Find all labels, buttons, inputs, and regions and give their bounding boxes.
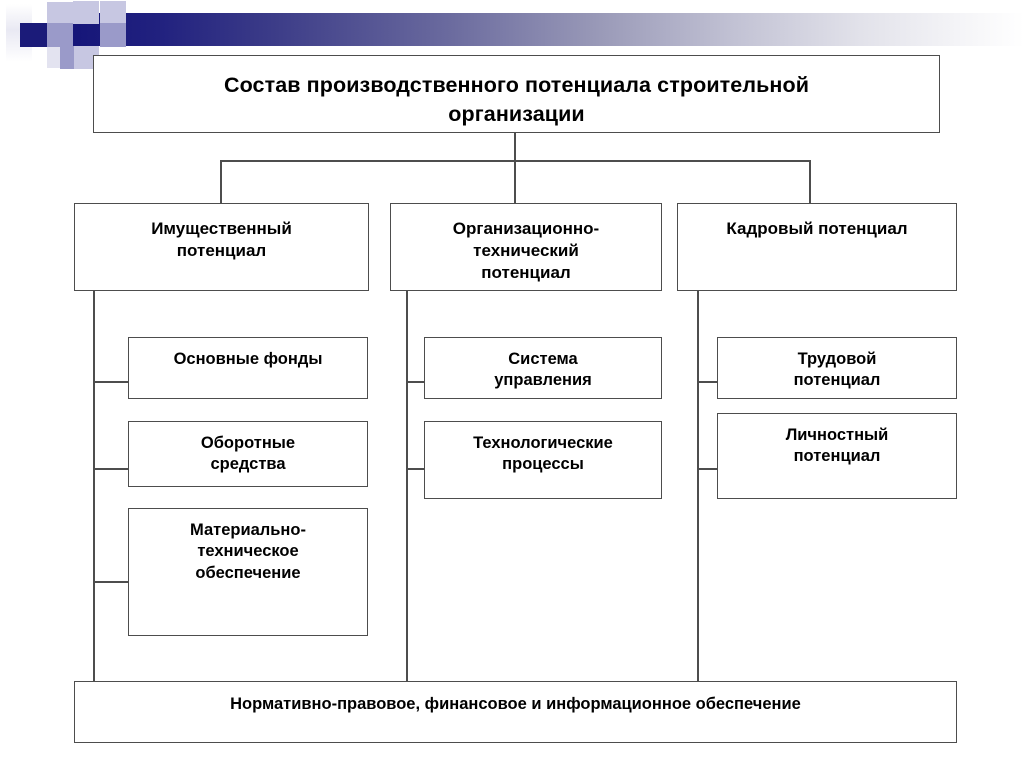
deco-square-mid-1 xyxy=(47,23,73,47)
node-org-technical-potential[interactable]: Организационно- технический потенциал xyxy=(390,203,662,291)
diagram-title-line2: организации xyxy=(448,101,585,126)
deco-square-light-2 xyxy=(73,1,99,24)
node-personal-potential[interactable]: Личностный потенциал xyxy=(717,413,957,499)
node-working-capital-line1: Оборотные xyxy=(200,434,296,452)
node-labour-potential-line2: потенциал xyxy=(793,371,881,390)
connector-spine-property xyxy=(93,290,95,681)
node-property-potential-line2: потенциал xyxy=(176,241,267,261)
node-technological-processes-line1: Технологические xyxy=(473,434,613,452)
node-management-system-line1: Система xyxy=(508,350,578,368)
node-org-technical-potential-line1: Организационно- xyxy=(452,219,600,238)
node-material-technical-supply[interactable]: Материально- техническое обеспечение xyxy=(128,508,368,636)
deco-square-light-4 xyxy=(73,46,99,69)
node-material-technical-supply-line3: обеспечение xyxy=(195,563,301,582)
node-org-technical-potential-line2: технический xyxy=(473,241,579,261)
connector-stub-fixed-assets xyxy=(93,381,128,383)
deco-square-light-1 xyxy=(47,2,73,24)
node-technological-processes-line2: процессы xyxy=(502,455,584,474)
node-material-technical-supply-line1: Материально- xyxy=(190,521,306,539)
connector-spine-personnel xyxy=(697,290,699,681)
connector-stub-material-supply xyxy=(93,581,128,583)
node-personnel-potential-line1: Кадровый потенциал xyxy=(726,219,908,238)
node-management-system-line2: управления xyxy=(494,371,592,390)
node-technological-processes[interactable]: Технологические процессы xyxy=(424,421,662,499)
node-management-system[interactable]: Система управления xyxy=(424,337,662,399)
connector-drop-org-technical xyxy=(514,160,516,203)
diagram-title-box: Состав производственного потенциала стро… xyxy=(93,55,940,133)
deco-square-mid-2 xyxy=(100,23,126,47)
node-org-technical-potential-line3: потенциал xyxy=(481,263,571,283)
node-personal-potential-line2: потенциал xyxy=(793,447,881,466)
node-personnel-potential[interactable]: Кадровый потенциал xyxy=(677,203,957,291)
node-support-base-text: Нормативно-правовое, финансовое и информ… xyxy=(230,695,801,713)
connector-title-drop xyxy=(514,133,516,161)
connector-drop-personnel xyxy=(809,160,811,203)
connector-drop-property xyxy=(220,160,222,203)
connector-spine-org-technical xyxy=(406,290,408,681)
deco-square-mid-3 xyxy=(60,46,74,69)
connector-stub-technological-proc xyxy=(406,468,424,470)
node-property-potential-line1: Имущественный xyxy=(151,219,292,238)
connector-stub-management-system xyxy=(406,381,424,383)
node-personal-potential-line1: Личностный xyxy=(785,426,889,444)
node-labour-potential-line1: Трудовой xyxy=(797,350,877,368)
deco-square-light-3 xyxy=(100,1,126,24)
node-fixed-assets-line1: Основные фонды xyxy=(173,350,323,368)
node-working-capital[interactable]: Оборотные средства xyxy=(128,421,368,487)
connector-stub-personal-potential xyxy=(697,468,717,470)
diagram-title-line1: Состав производственного потенциала стро… xyxy=(223,73,810,98)
header-gradient-bar xyxy=(62,13,1024,46)
node-labour-potential[interactable]: Трудовой потенциал xyxy=(717,337,957,399)
node-material-technical-supply-line2: техническое xyxy=(197,542,299,561)
node-property-potential[interactable]: Имущественный потенциал xyxy=(74,203,369,291)
deco-square-navy-1 xyxy=(20,23,48,47)
node-working-capital-line2: средства xyxy=(210,455,286,474)
node-fixed-assets[interactable]: Основные фонды xyxy=(128,337,368,399)
connector-stub-labour-potential xyxy=(697,381,717,383)
node-support-base[interactable]: Нормативно-правовое, финансовое и информ… xyxy=(74,681,957,743)
connector-stub-working-capital xyxy=(93,468,128,470)
